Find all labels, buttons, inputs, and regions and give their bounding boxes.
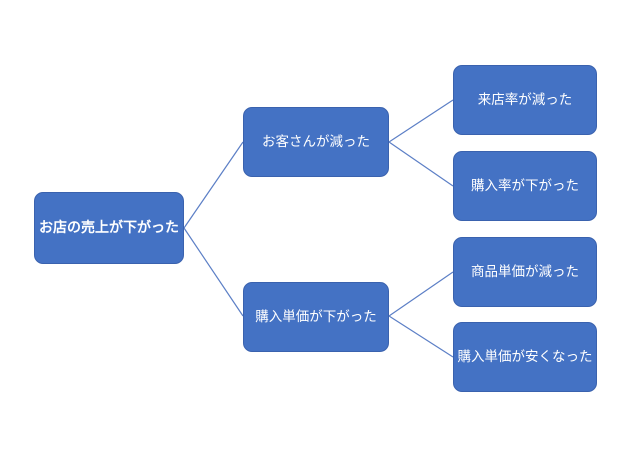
node-label: 来店率が減った — [477, 91, 573, 107]
node-purchase-unit-price-cheaper: 購入単価が安くなった — [453, 322, 597, 392]
node-customers-decreased: お客さんが減った — [243, 107, 389, 177]
node-store-sales-dropped: お店の売上が下がった — [34, 192, 184, 264]
node-label: 商品単価が減った — [471, 263, 579, 279]
node-purchase-unit-price-dropped: 購入単価が下がった — [243, 282, 389, 352]
node-label: お客さんが減った — [262, 133, 370, 149]
connector-unit-price-to-cheaper — [388, 315, 454, 358]
connector-root-to-customers — [183, 141, 244, 229]
node-label: お店の売上が下がった — [39, 219, 179, 236]
node-label: 購入単価が安くなった — [457, 348, 593, 364]
connector-root-to-unit-price — [183, 227, 244, 317]
node-label: 購入率が下がった — [471, 177, 579, 193]
node-label: 購入単価が下がった — [255, 308, 377, 324]
connector-unit-price-to-product-price — [388, 271, 454, 317]
node-purchase-rate-dropped: 購入率が下がった — [453, 151, 597, 221]
node-product-unit-price-decreased: 商品単価が減った — [453, 237, 597, 307]
connector-customers-to-visit-rate — [388, 99, 454, 143]
node-visit-rate-decreased: 来店率が減った — [453, 65, 597, 135]
connector-customers-to-purchase-rate — [388, 141, 454, 187]
